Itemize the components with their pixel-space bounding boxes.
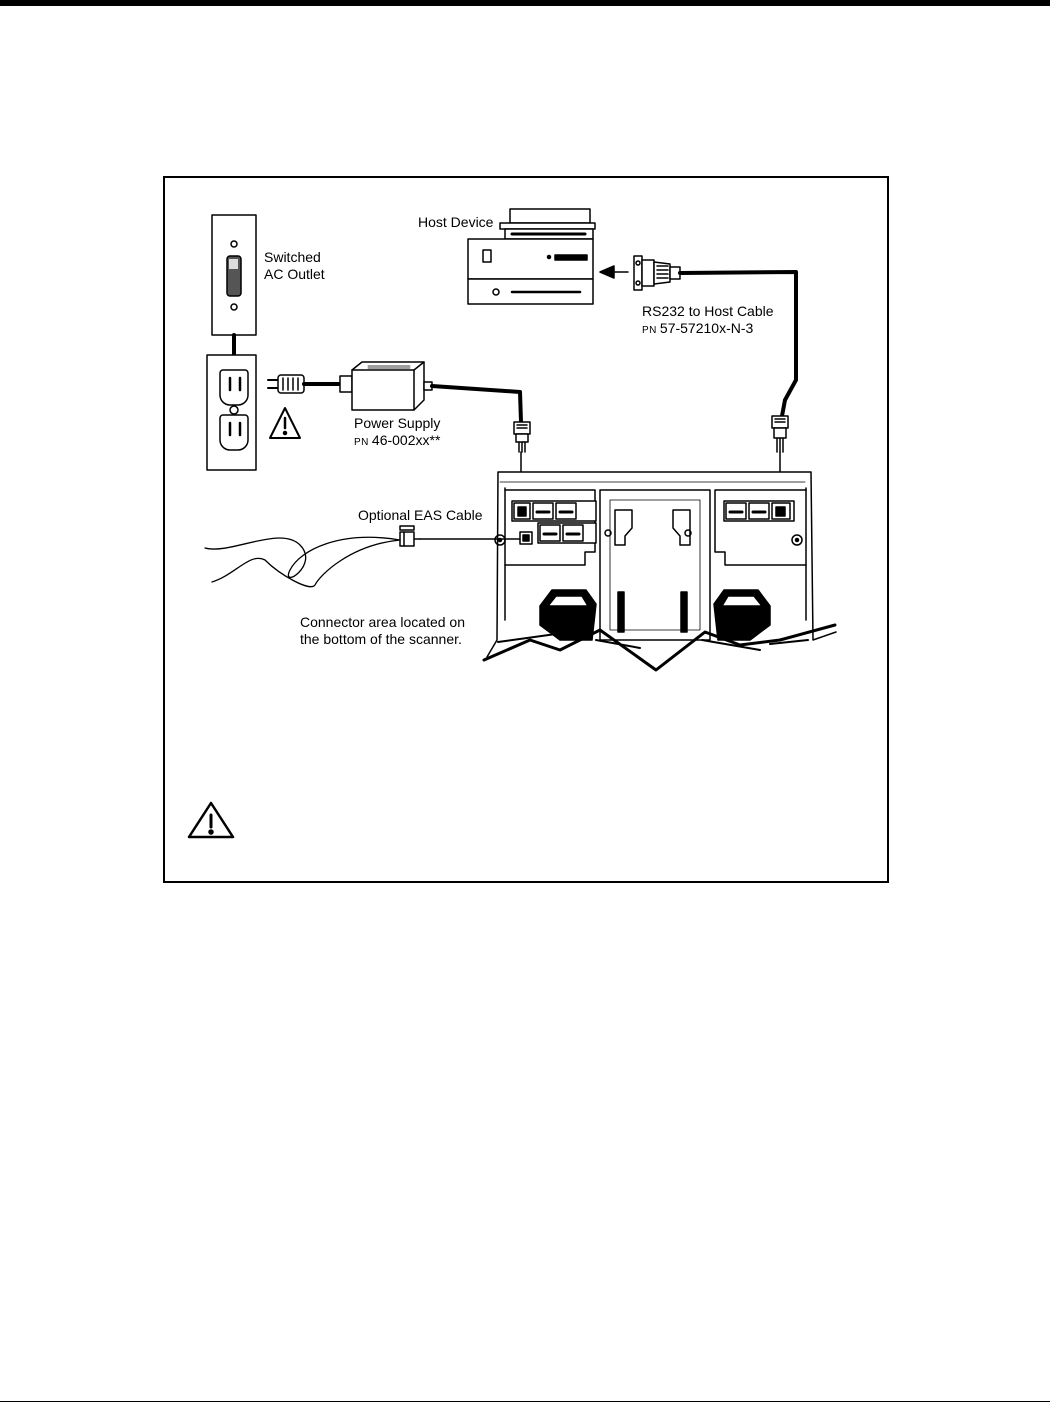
- power-supply-label: Power Supply: [354, 415, 441, 431]
- eas-cable-label: Optional EAS Cable: [358, 507, 483, 523]
- bottom-rule: [0, 1401, 1050, 1402]
- power-supply-pn-value: 46-002xx**: [371, 432, 441, 448]
- rs232-cable-label: RS232 to Host Cable: [642, 303, 774, 319]
- host-computer-icon: [467, 208, 596, 305]
- rs232-pn-value: 57-57210x-N-3: [659, 320, 754, 336]
- power-plug-icon: [267, 374, 305, 394]
- rs232-pn-prefix: PN: [642, 325, 657, 336]
- host-device-label: Host Device: [418, 214, 494, 230]
- warning-triangle-icon: [187, 801, 235, 839]
- warning-triangle-icon: [269, 407, 301, 439]
- rj45-plug-icon: [513, 421, 531, 453]
- scanner-base-icon: [482, 471, 837, 672]
- rj45-plug-icon: [771, 415, 789, 453]
- top-rule: [0, 0, 1050, 6]
- arrow-left-icon: [599, 265, 629, 279]
- switched-outlet-label-line-1: Switched: [264, 249, 321, 265]
- connection-diagram: [187, 208, 837, 839]
- connector-area-label-line-2: the bottom of the scanner.: [300, 631, 462, 647]
- power-supply-icon: [339, 361, 433, 411]
- wall-switch-icon: [211, 214, 257, 336]
- switched-outlet-label-line-2: AC Outlet: [264, 266, 325, 282]
- power-supply-pn-prefix: PN: [354, 437, 369, 448]
- electrical-outlet-icon: [206, 354, 257, 471]
- db9-connector-icon: [633, 255, 681, 291]
- eas-connector-icon: [399, 525, 421, 547]
- figure-frame: [163, 176, 889, 883]
- connector-area-label-line-1: Connector area located on: [300, 614, 465, 630]
